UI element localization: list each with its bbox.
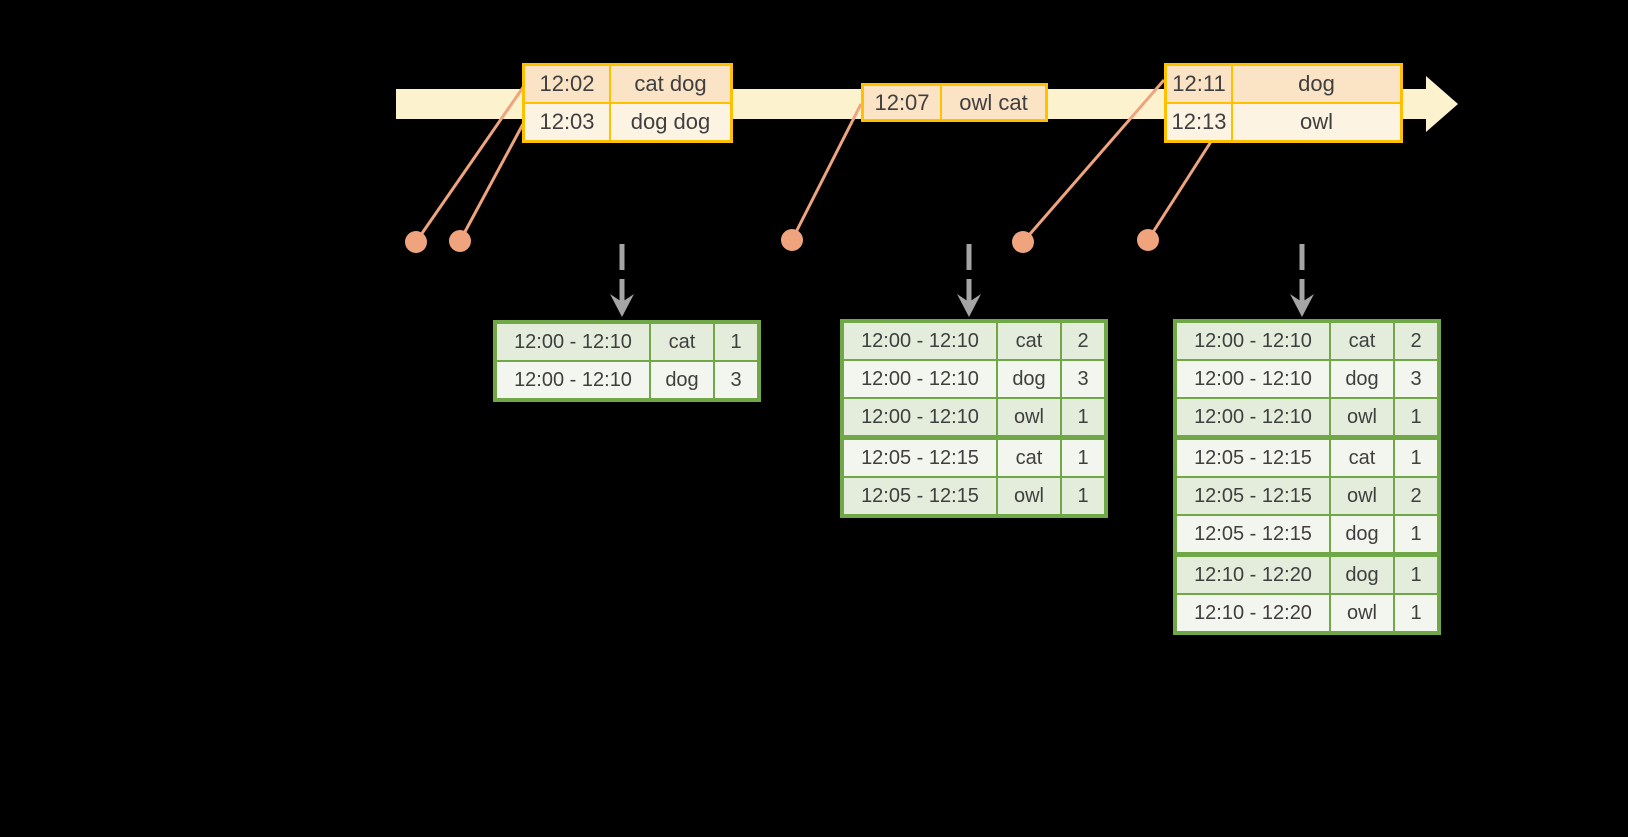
count-cell: 2 bbox=[1060, 320, 1107, 361]
event-dot bbox=[405, 231, 427, 253]
count-cell: 2 bbox=[1393, 476, 1440, 516]
word-cell: owl bbox=[1329, 593, 1395, 634]
word-cell: cat bbox=[1329, 435, 1395, 478]
connector-line bbox=[1146, 139, 1214, 241]
event-dots bbox=[405, 229, 1159, 253]
words-cell: dog dog bbox=[609, 102, 733, 143]
word-cell: dog bbox=[1329, 359, 1395, 399]
arrowhead-icon bbox=[957, 294, 981, 317]
word-cell: owl bbox=[996, 476, 1062, 517]
word-cell: dog bbox=[996, 359, 1062, 399]
window-cell: 12:00 - 12:10 bbox=[1174, 359, 1331, 399]
word-cell: cat bbox=[1329, 320, 1395, 361]
trigger-arrows bbox=[610, 244, 1314, 317]
event-connectors bbox=[414, 79, 1214, 243]
count-cell: 3 bbox=[1393, 359, 1440, 399]
window-cell: 12:00 - 12:10 bbox=[841, 320, 998, 361]
connector-line bbox=[1021, 79, 1166, 243]
word-cell: owl bbox=[1329, 397, 1395, 439]
count-cell: 1 bbox=[713, 321, 760, 362]
count-cell: 1 bbox=[1060, 435, 1107, 478]
window-cell: 12:00 - 12:10 bbox=[841, 397, 998, 439]
count-cell: 1 bbox=[1060, 476, 1107, 517]
window-cell: 12:00 - 12:10 bbox=[494, 321, 651, 362]
window-cell: 12:10 - 12:20 bbox=[1174, 593, 1331, 634]
count-cell: 1 bbox=[1393, 514, 1440, 556]
window-cell: 12:00 - 12:10 bbox=[1174, 320, 1331, 361]
time-cell: 12:03 bbox=[522, 102, 611, 143]
word-cell: dog bbox=[1329, 552, 1395, 595]
window-cell: 12:05 - 12:15 bbox=[1174, 435, 1331, 478]
event-dot bbox=[1012, 231, 1034, 253]
connector-line bbox=[414, 85, 526, 243]
count-cell: 1 bbox=[1393, 552, 1440, 595]
window-cell: 12:00 - 12:10 bbox=[1174, 397, 1331, 439]
window-cell: 12:05 - 12:15 bbox=[1174, 476, 1331, 516]
window-cell: 12:05 - 12:15 bbox=[1174, 514, 1331, 556]
count-cell: 2 bbox=[1393, 320, 1440, 361]
arrowhead-icon bbox=[610, 294, 634, 317]
count-cell: 1 bbox=[1393, 397, 1440, 439]
word-cell: cat bbox=[996, 320, 1062, 361]
word-cell: cat bbox=[649, 321, 715, 362]
connector-line bbox=[458, 123, 525, 242]
event-dot bbox=[1137, 229, 1159, 251]
count-cell: 1 bbox=[1393, 593, 1440, 634]
event-dot bbox=[449, 230, 471, 252]
arrowhead-icon bbox=[1290, 294, 1314, 317]
window-cell: 12:00 - 12:10 bbox=[494, 360, 651, 401]
time-cell: 12:02 bbox=[522, 63, 611, 104]
window-cell: 12:05 - 12:15 bbox=[841, 435, 998, 478]
words-cell: owl cat bbox=[940, 83, 1048, 122]
time-cell: 12:13 bbox=[1164, 102, 1233, 143]
count-cell: 1 bbox=[1060, 397, 1107, 439]
count-cell: 3 bbox=[1060, 359, 1107, 399]
word-cell: owl bbox=[1329, 476, 1395, 516]
connector-line bbox=[790, 103, 863, 241]
window-cell: 12:00 - 12:10 bbox=[841, 359, 998, 399]
time-cell: 12:07 bbox=[861, 83, 942, 122]
word-cell: dog bbox=[649, 360, 715, 401]
word-cell: cat bbox=[996, 435, 1062, 478]
words-cell: cat dog bbox=[609, 63, 733, 104]
time-cell: 12:11 bbox=[1164, 63, 1233, 104]
window-cell: 12:10 - 12:20 bbox=[1174, 552, 1331, 595]
word-cell: dog bbox=[1329, 514, 1395, 556]
count-cell: 3 bbox=[713, 360, 760, 401]
words-cell: owl bbox=[1231, 102, 1403, 143]
timeline-arrowhead-icon bbox=[1426, 76, 1458, 132]
word-cell: owl bbox=[996, 397, 1062, 439]
words-cell: dog bbox=[1231, 63, 1403, 104]
window-cell: 12:05 - 12:15 bbox=[841, 476, 998, 517]
count-cell: 1 bbox=[1393, 435, 1440, 478]
event-dot bbox=[781, 229, 803, 251]
